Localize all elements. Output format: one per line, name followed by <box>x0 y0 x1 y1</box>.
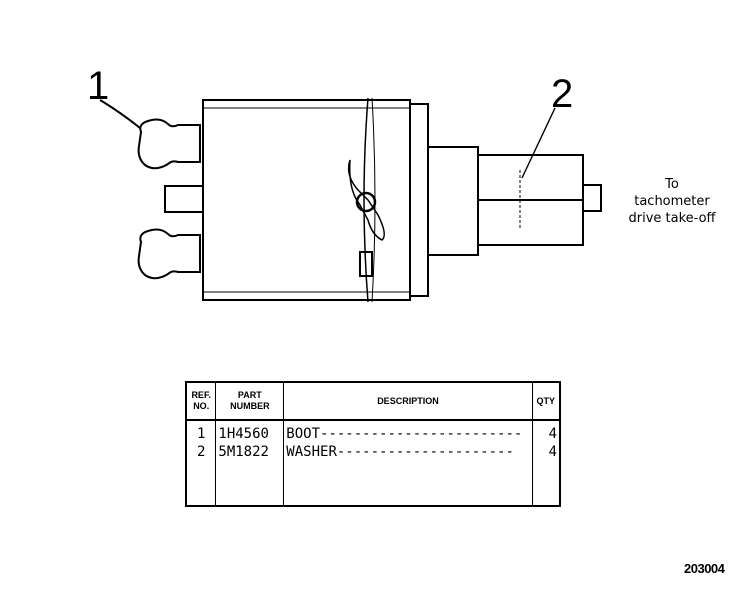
main-body <box>202 99 411 301</box>
table-empty-row <box>185 461 561 506</box>
header-ref-no: REF.NO. <box>185 381 217 421</box>
row-description: BOOT------------------------ <box>283 420 533 443</box>
figure-number: 203004 <box>684 561 725 576</box>
flange <box>409 103 429 297</box>
boot-lower <box>137 228 201 280</box>
row-part-number: 5M1822 <box>215 443 285 461</box>
row-qty: 4 <box>531 420 561 443</box>
row-ref: 2 <box>185 443 217 461</box>
row-ref: 1 <box>185 420 217 443</box>
leader-line-2 <box>521 107 556 179</box>
note-line-3: drive take-off <box>628 211 716 226</box>
wire-seal <box>359 251 373 277</box>
boot-upper <box>137 118 201 170</box>
shaft-tip <box>582 184 602 212</box>
header-description: DESCRIPTION <box>283 381 533 421</box>
row-qty: 4 <box>531 443 561 461</box>
callout-1: 1 <box>87 64 110 108</box>
header-qty: QTY <box>531 381 561 421</box>
row-part-number: 1H4560 <box>215 420 285 443</box>
safety-wire <box>363 97 369 303</box>
table-row: 1 1H4560 BOOT------------------------ 4 <box>185 420 561 443</box>
note-line-2: tachometer <box>634 194 710 209</box>
leader-line-1 <box>99 99 141 129</box>
table-row: 2 5M1822 WASHER--------------------- 4 <box>185 443 561 461</box>
tachometer-note: To tachometer drive take-off <box>612 176 732 227</box>
shaft-stub <box>164 185 204 213</box>
callout-2: 2 <box>551 72 574 116</box>
coupling <box>427 146 479 256</box>
wing-nut <box>347 159 385 241</box>
row-description: WASHER--------------------- <box>283 443 533 461</box>
note-line-1: To <box>665 177 679 192</box>
